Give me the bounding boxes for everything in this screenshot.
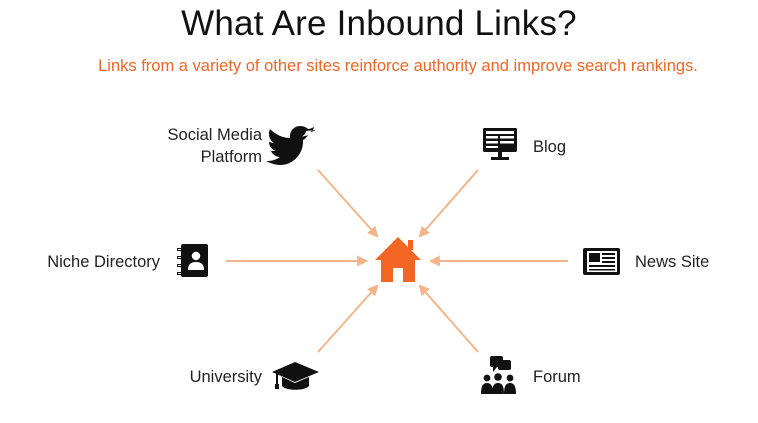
newspaper-icon: [583, 248, 620, 275]
blog-label: Blog: [533, 138, 566, 156]
source-news: News Site: [583, 248, 709, 275]
monitor-icon: [483, 128, 517, 160]
directory-label: Niche Directory: [47, 253, 161, 271]
news-label: News Site: [635, 253, 709, 271]
page-subtitle: Links from a variety of other sites rein…: [98, 57, 698, 75]
source-university: University: [190, 362, 319, 390]
arrow-forum: [418, 284, 479, 353]
social-label-line2: Platform: [201, 148, 262, 166]
graduation-cap-icon: [272, 362, 319, 390]
source-directory: Niche Directory: [47, 244, 208, 277]
house-icon: [375, 237, 421, 282]
arrow-blog: [418, 169, 479, 238]
source-blog: Blog: [483, 128, 566, 160]
arrow-university: [317, 284, 379, 353]
arrows: [226, 169, 568, 353]
forum-group-icon: [481, 356, 516, 394]
source-forum: Forum: [481, 356, 581, 394]
address-book-icon: [177, 244, 208, 277]
social-label-line1: Social Media: [168, 126, 263, 144]
source-social: Social Media Platform: [168, 126, 316, 166]
university-label: University: [190, 368, 263, 386]
arrow-social: [317, 169, 379, 238]
twitter-bird-icon: [266, 126, 316, 165]
page-title: What Are Inbound Links?: [181, 4, 577, 43]
forum-label: Forum: [533, 368, 581, 386]
